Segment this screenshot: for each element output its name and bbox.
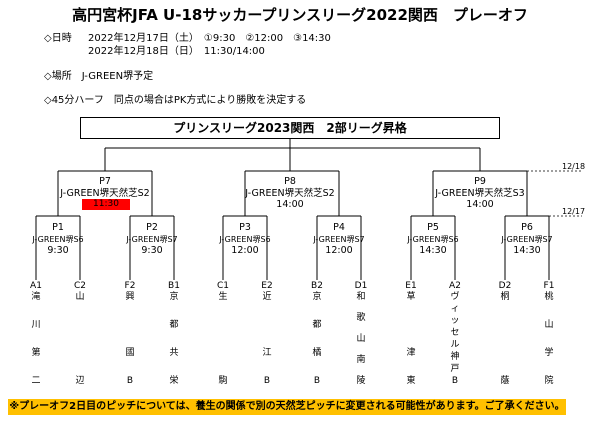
p6-venue: J-GREEN堺S7 (501, 235, 553, 244)
team-name-char: B (126, 376, 134, 386)
p6-label: P6 (521, 222, 533, 233)
team-name-char: 南 (356, 355, 366, 365)
team-name-char: 江 (262, 348, 272, 358)
p1-time: 9:30 (47, 245, 69, 256)
team-code-d1: D1 (354, 281, 368, 291)
team-name-char: 京 (169, 292, 179, 302)
schedule-day2: 2022年12月18日（日） 11:30/14:00 (88, 46, 265, 57)
team-name-char: ル (450, 340, 460, 350)
p5-label: P5 (427, 222, 439, 233)
team-name-char: 滝 (31, 292, 41, 302)
p4-venue: J-GREEN堺S7 (313, 235, 365, 244)
team-name-char: 橘 (312, 348, 322, 358)
date-mark-1218: 12/18 (562, 162, 586, 171)
team-code-f1: F1 (543, 281, 555, 291)
p1-label: P1 (52, 222, 64, 233)
p3-time: 12:00 (231, 245, 259, 256)
team-name-char: 和 (356, 292, 366, 302)
p9-time: 14:00 (466, 199, 494, 210)
team-name-char: B (263, 376, 271, 386)
team-name-char: B (313, 376, 321, 386)
date-mark-1217: 12/17 (562, 207, 586, 216)
promotion-box: プリンスリーグ2023関西 2部リーグ昇格 (80, 117, 500, 139)
p8-label: P8 (284, 176, 296, 187)
team-name-char: 二 (31, 376, 41, 386)
p2-label: P2 (146, 222, 158, 233)
venue-info: ◇場所 J-GREEN堺予定 (44, 71, 154, 82)
team-code-d2: D2 (498, 281, 512, 291)
p7-venue: J-GREEN堺天然芝S2 (60, 188, 150, 199)
team-code-c1: C1 (216, 281, 229, 291)
team-name-char: 東 (406, 376, 416, 386)
p9-label: P9 (474, 176, 486, 187)
team-name-char: 駒 (218, 376, 228, 386)
team-code-b2: B2 (311, 281, 323, 291)
team-name-char: 興 (125, 292, 135, 302)
p9-venue: J-GREEN堺天然芝S3 (435, 188, 525, 199)
team-name-char: 桃 (544, 292, 554, 302)
team-code-e1: E1 (405, 281, 417, 291)
team-name-char: 生 (218, 292, 228, 302)
team-name-char: 近 (262, 292, 272, 302)
p4-time: 12:00 (325, 245, 353, 256)
team-name-char: 津 (406, 348, 416, 358)
team-name-char: 戸 (450, 364, 460, 374)
p6-time: 14:30 (513, 245, 541, 256)
team-code-f2: F2 (124, 281, 136, 291)
team-name-char: 山 (544, 320, 554, 330)
p1-venue: J-GREEN堺S6 (32, 235, 84, 244)
team-code-b1: B1 (168, 281, 180, 291)
team-code-c2: C2 (73, 281, 86, 291)
p2-venue: J-GREEN堺S7 (126, 235, 178, 244)
p5-venue: J-GREEN堺S6 (407, 235, 459, 244)
team-name-char: 共 (169, 348, 179, 358)
team-name-char: 京 (312, 292, 322, 302)
team-name-char: セ (450, 328, 460, 338)
p4-label: P4 (333, 222, 345, 233)
team-name-char: 蔭 (500, 376, 510, 386)
p8-venue: J-GREEN堺天然芝S2 (245, 188, 335, 199)
schedule-day1: 2022年12月17日（土） ①9:30 ②12:00 ③14:30 (88, 33, 331, 44)
p7-label: P7 (99, 176, 111, 187)
footer-notice: ※プレーオフ2日目のピッチについては、養生の関係で別の天然芝ピッチに変更される可… (8, 399, 566, 415)
team-name-char: 栄 (169, 376, 179, 386)
team-name-char: 國 (125, 348, 135, 358)
team-name-char: ヴ (450, 292, 460, 302)
team-name-char: 山 (75, 292, 85, 302)
team-name-char: 辺 (75, 376, 85, 386)
p8-time: 14:00 (276, 199, 304, 210)
rule-info: ◇45分ハーフ 同点の場合はPK方式により勝敗を決定する (44, 95, 307, 106)
p5-time: 14:30 (419, 245, 447, 256)
page-title: 高円宮杯JFA U-18サッカープリンスリーグ2022関西 プレーオフ (72, 6, 528, 24)
team-name-char: ィ (450, 304, 460, 314)
team-name-char: 神 (450, 352, 460, 362)
team-code-a1: A1 (30, 281, 42, 291)
team-name-char: 草 (406, 292, 416, 302)
team-name-char: 第 (31, 348, 41, 358)
team-name-char: 都 (312, 320, 322, 330)
team-name-char: 歌 (356, 313, 366, 323)
p3-venue: J-GREEN堺S6 (219, 235, 271, 244)
team-name-char: 陵 (356, 376, 366, 386)
team-name-char: 桐 (500, 292, 510, 302)
team-code-a2: A2 (449, 281, 461, 291)
team-name-char: ッ (450, 316, 460, 326)
p3-label: P3 (239, 222, 251, 233)
team-name-char: B (451, 376, 459, 386)
p2-time: 9:30 (141, 245, 163, 256)
team-name-char: 院 (544, 376, 554, 386)
team-code-e2: E2 (261, 281, 273, 291)
team-name-char: 学 (544, 348, 554, 358)
p7-time-highlight: 11:30 (82, 199, 130, 210)
team-name-char: 都 (169, 320, 179, 330)
team-name-char: 川 (31, 320, 41, 330)
team-name-char: 山 (356, 334, 366, 344)
schedule-label: ◇日時 (44, 33, 72, 44)
